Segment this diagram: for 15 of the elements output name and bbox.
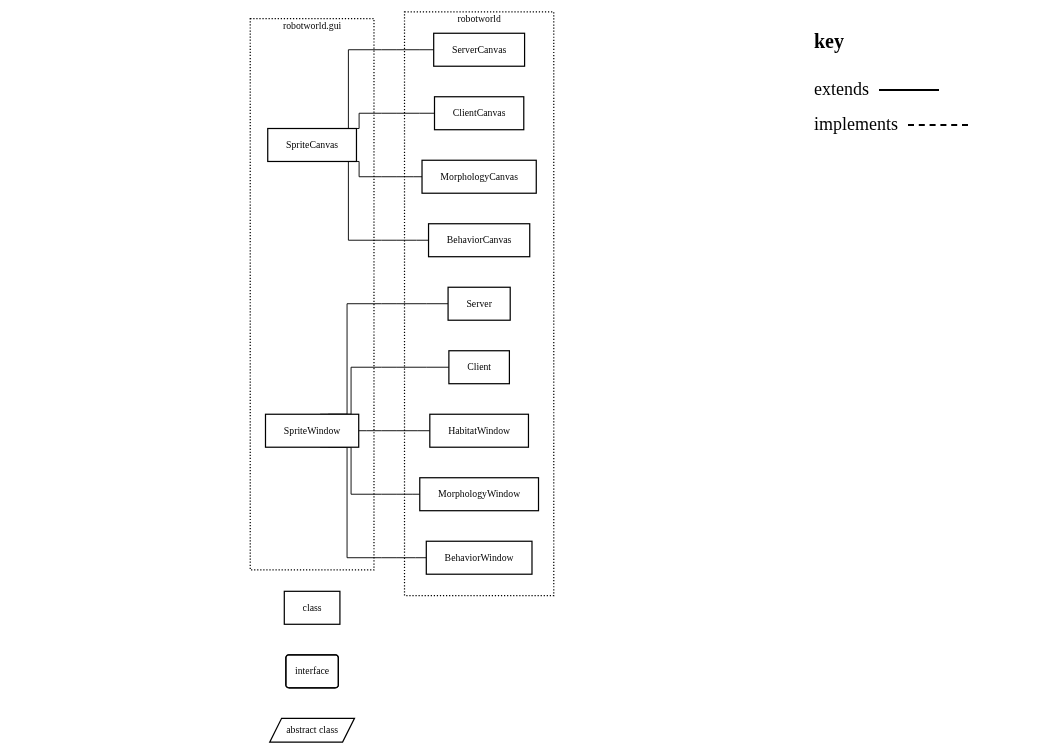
key-heading: key [814, 30, 844, 53]
legend-text: extends [814, 79, 869, 100]
node-box: ServerCanvas [433, 32, 526, 67]
node-box: SpriteWindow [264, 413, 360, 448]
node-box: HabitatWindow [429, 413, 530, 448]
node-box: Server [447, 286, 511, 321]
node-box: SpriteCanvas [267, 127, 358, 162]
node-box: MorphologyWindow [419, 476, 540, 511]
node-box: BehaviorCanvas [427, 222, 531, 257]
node-box: MorphologyCanvas [421, 159, 537, 194]
node-box: class [283, 590, 341, 625]
node-box: ClientCanvas [433, 95, 525, 130]
legend-text: implements [814, 114, 898, 135]
node-box: Client [448, 349, 510, 384]
node-box: BehaviorWindow [425, 540, 533, 575]
